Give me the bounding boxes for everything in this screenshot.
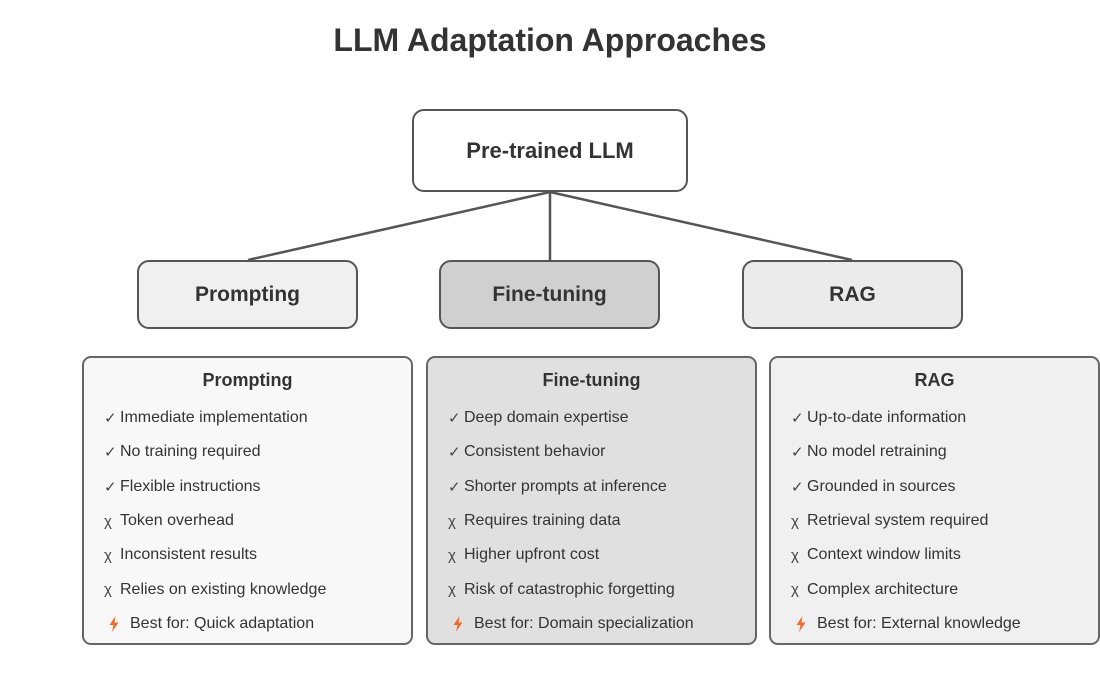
cross-icon: χ	[791, 512, 799, 530]
card-prompting: Prompting ✓Immediate implementation ✓No …	[82, 356, 413, 645]
con-item: χ Inconsistent results	[84, 538, 411, 572]
pro-text: Deep domain expertise	[464, 409, 629, 427]
pro-item: ✓No training required	[84, 435, 411, 469]
pro-text: Immediate implementation	[120, 409, 308, 427]
check-icon: ✓	[104, 478, 117, 496]
con-text: Retrieval system required	[807, 512, 989, 530]
lightning-bolt-icon	[104, 615, 130, 633]
con-item: χ Risk of catastrophic forgetting	[428, 572, 755, 606]
best-for-text: Best for: Quick adaptation	[130, 614, 315, 632]
pro-item: ✓Shorter prompts at inference	[428, 470, 755, 504]
diagram-title: LLM Adaptation Approaches	[333, 22, 767, 58]
card-rag: RAG ✓Up-to-date information ✓No model re…	[769, 356, 1100, 645]
pro-item: ✓Deep domain expertise	[428, 401, 755, 435]
root-node-label: Pre-trained LLM	[466, 137, 634, 163]
con-item: χ Higher upfront cost	[428, 538, 755, 572]
approach-node-label: Fine-tuning	[492, 282, 607, 306]
check-icon: ✓	[791, 410, 804, 428]
card-title: Prompting	[202, 370, 293, 390]
check-icon: ✓	[448, 444, 461, 462]
check-icon: ✓	[791, 478, 804, 496]
cross-icon: χ	[448, 546, 456, 564]
best-for-item: Best for: Domain specialization	[428, 607, 755, 641]
con-text: Relies on existing knowledge	[120, 580, 327, 598]
pro-text: No model retraining	[807, 443, 947, 461]
cross-icon: χ	[104, 546, 112, 564]
pro-text: Consistent behavior	[464, 443, 606, 461]
connector-prompting	[247, 190, 551, 262]
pro-text: No training required	[120, 443, 261, 461]
pro-text: Up-to-date information	[807, 409, 967, 427]
pro-item: ✓Flexible instructions	[84, 470, 411, 504]
check-icon: ✓	[791, 444, 804, 462]
con-text: Token overhead	[120, 512, 234, 530]
pro-item: ✓Consistent behavior	[428, 435, 755, 469]
con-text: Context window limits	[807, 546, 961, 564]
cross-icon: χ	[791, 581, 799, 599]
con-item: χ Token overhead	[84, 504, 411, 538]
cross-icon: χ	[448, 512, 456, 530]
approach-node-prompting: Prompting	[137, 260, 358, 329]
connector-rag	[549, 190, 853, 262]
check-icon: ✓	[448, 410, 461, 428]
con-item: χ Requires training data	[428, 504, 755, 538]
card-title: Fine-tuning	[542, 370, 641, 390]
cross-icon: χ	[791, 546, 799, 564]
check-icon: ✓	[104, 444, 117, 462]
con-text: Risk of catastrophic forgetting	[464, 580, 675, 598]
con-item: χ Retrieval system required	[771, 504, 1098, 538]
con-text: Inconsistent results	[120, 546, 257, 564]
con-text: Complex architecture	[807, 580, 959, 598]
approach-node-label: Prompting	[195, 282, 300, 306]
pro-item: ✓Immediate implementation	[84, 401, 411, 435]
best-for-item: Best for: External knowledge	[771, 607, 1098, 641]
pro-item: ✓Grounded in sources	[771, 470, 1098, 504]
con-item: χ Complex architecture	[771, 572, 1098, 606]
lightning-bolt-icon	[791, 615, 817, 633]
cross-icon: χ	[448, 581, 456, 599]
con-text: Requires training data	[464, 512, 621, 530]
lightning-bolt-icon	[448, 615, 474, 633]
approach-node-rag: RAG	[742, 260, 963, 329]
best-for-text: Best for: Domain specialization	[474, 614, 694, 632]
cross-icon: χ	[104, 512, 112, 530]
cross-icon: χ	[104, 581, 112, 599]
card-title: RAG	[914, 370, 955, 390]
pro-item: ✓Up-to-date information	[771, 401, 1098, 435]
approach-node-label: RAG	[829, 282, 876, 306]
pro-item: ✓No model retraining	[771, 435, 1098, 469]
pro-text: Shorter prompts at inference	[464, 477, 667, 495]
root-node-pretrained-llm: Pre-trained LLM	[412, 109, 688, 192]
best-for-text: Best for: External knowledge	[817, 614, 1021, 632]
pro-text: Grounded in sources	[807, 477, 956, 495]
con-item: χ Relies on existing knowledge	[84, 572, 411, 606]
pro-text: Flexible instructions	[120, 477, 261, 495]
best-for-item: Best for: Quick adaptation	[84, 607, 411, 641]
card-finetuning: Fine-tuning ✓Deep domain expertise ✓Cons…	[426, 356, 757, 645]
approach-node-finetuning: Fine-tuning	[439, 260, 660, 329]
con-text: Higher upfront cost	[464, 546, 600, 564]
con-item: χ Context window limits	[771, 538, 1098, 572]
check-icon: ✓	[448, 478, 461, 496]
check-icon: ✓	[104, 410, 117, 428]
